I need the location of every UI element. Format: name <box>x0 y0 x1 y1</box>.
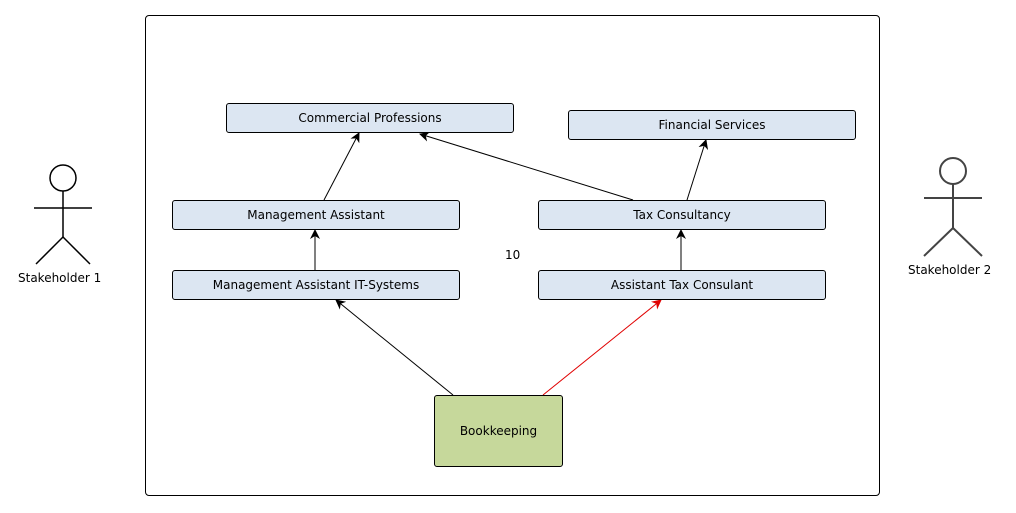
stakeholder-2-label: Stakeholder 2 <box>908 263 992 277</box>
node-label: Tax Consultancy <box>633 208 731 222</box>
stakeholder-1-figure[interactable] <box>34 164 92 265</box>
annotation-count: 10 <box>505 248 521 262</box>
node-label: Management Assistant <box>247 208 385 222</box>
edge-ma-to-commercial <box>323 132 360 201</box>
node-commercial-professions[interactable]: Commercial Professions <box>226 103 514 133</box>
node-bookkeeping[interactable]: Bookkeeping <box>434 395 563 467</box>
node-label: Assistant Tax Consulant <box>610 278 754 292</box>
node-assistant-tax-consultant[interactable]: Assistant Tax Consulant <box>538 270 826 300</box>
stakeholder-2-figure[interactable] <box>923 157 983 257</box>
node-label: Financial Services <box>658 118 766 132</box>
edge-bookkeeping-to-mait <box>335 299 454 396</box>
edge-tax-to-commercial <box>419 131 634 201</box>
node-tax-consultancy[interactable]: Tax Consultancy <box>538 200 826 230</box>
stakeholder-1-label: Stakeholder 1 <box>18 271 102 285</box>
edge-tax-to-financial <box>686 139 709 201</box>
node-label: Management Assistant IT-Systems <box>212 278 420 292</box>
node-management-assistant[interactable]: Management Assistant <box>172 200 460 230</box>
edge-bookkeeping-to-atc <box>542 299 662 396</box>
node-label: Bookkeeping <box>459 424 538 438</box>
node-management-assistant-it[interactable]: Management Assistant IT-Systems <box>172 270 460 300</box>
node-financial-services[interactable]: Financial Services <box>568 110 856 140</box>
node-label: Commercial Professions <box>298 111 442 125</box>
